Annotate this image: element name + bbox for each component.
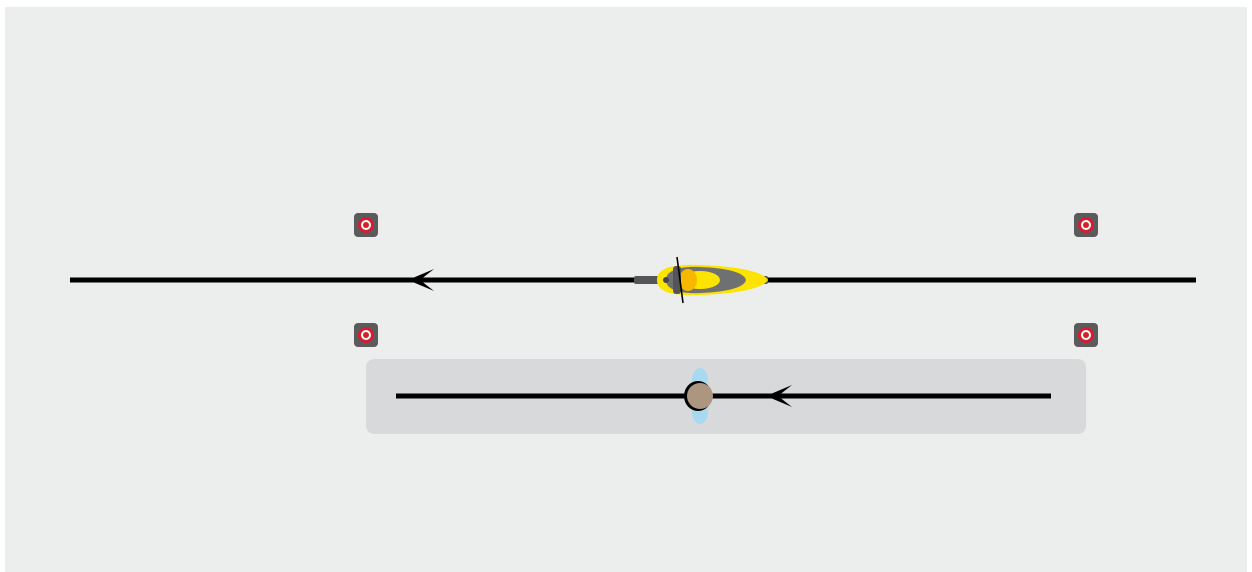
target-marker-icon <box>1074 213 1098 237</box>
arrow-left-icon <box>766 385 792 407</box>
target-marker-icon <box>354 213 378 237</box>
arrow-left-icon <box>408 269 434 291</box>
pedestrian-path <box>396 385 1051 407</box>
target-marker-icon <box>1074 323 1098 347</box>
motorcycle-icon <box>634 256 768 304</box>
diagram-background <box>5 7 1247 572</box>
target-marker-icon <box>354 323 378 347</box>
motorcycle-path <box>70 269 1196 291</box>
pedestrian-icon <box>684 368 713 424</box>
